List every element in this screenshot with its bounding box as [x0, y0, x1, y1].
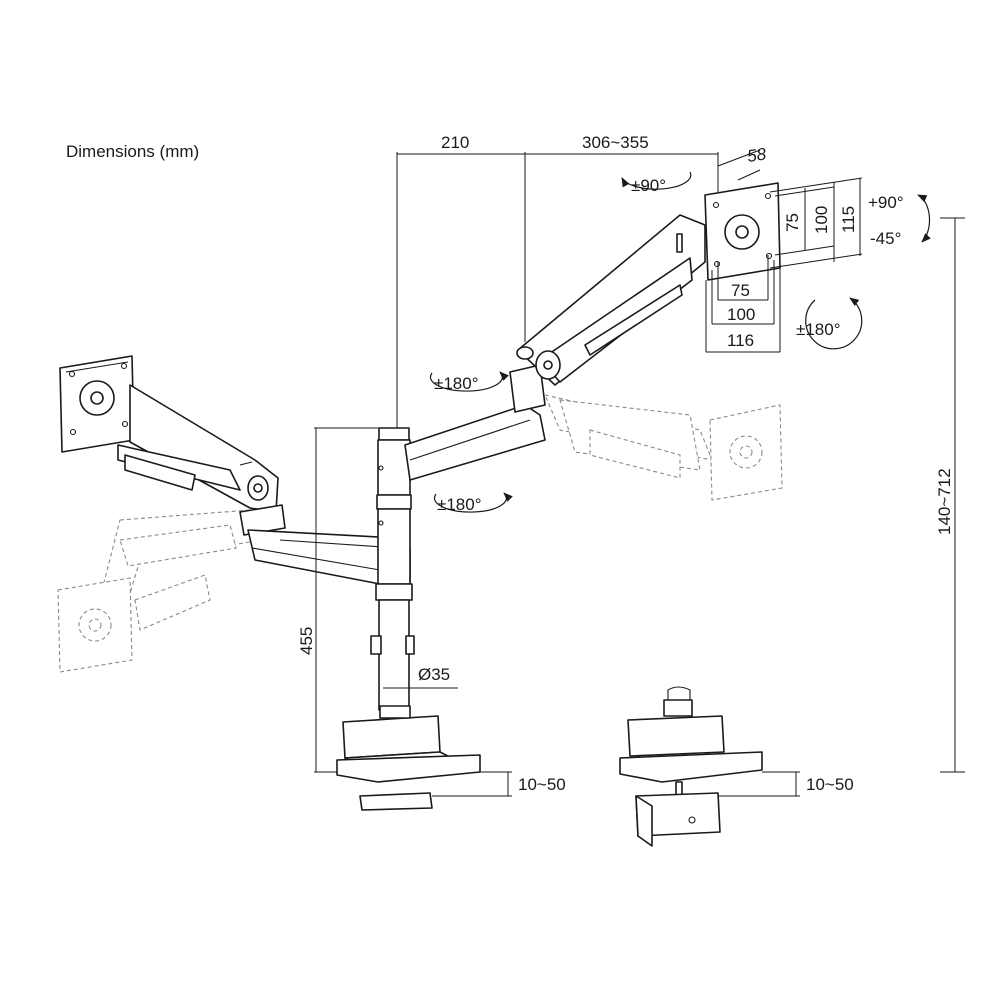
clamp-thickness-left-dimension: 10~50	[432, 771, 566, 797]
vesa-100-vertical-label: 100	[812, 206, 831, 234]
rotate-upper-arm-indicator: ±180°	[429, 371, 509, 393]
reach-dimension: 210 306~355	[396, 133, 719, 428]
ghost-right-arm	[544, 394, 713, 479]
ghost-left-arm	[99, 509, 263, 631]
rotate-plate-indicator: ±180°	[796, 297, 863, 350]
right-vesa-plate	[704, 182, 781, 281]
left-elbow-joint	[239, 504, 286, 536]
rotate-lower-arm-indicator: ±180°	[433, 492, 513, 514]
right-upper-arm	[516, 214, 706, 386]
vesa-100-horizontal-label: 100	[727, 305, 755, 324]
tilt-down-label: -45°	[870, 229, 901, 248]
vesa-75-horizontal-label: 75	[731, 281, 750, 300]
pole-height-label: 455	[297, 627, 316, 655]
ghost-right-plate	[709, 404, 783, 501]
rotate-upper-arm-label: ±180°	[434, 374, 479, 393]
left-vesa-plate	[59, 355, 135, 453]
clamp-thickness-left-label: 10~50	[518, 775, 566, 794]
reach-outer-label: 306~355	[582, 133, 649, 152]
reach-inner-label: 210	[441, 133, 469, 152]
plate-depth-dimension: 58	[717, 144, 768, 181]
ghost-left-plate	[57, 577, 133, 673]
pole	[370, 427, 415, 711]
tilt-indicator: +90° -45°	[868, 193, 931, 248]
height-range-dimension: 140~712	[935, 217, 965, 773]
diagram-title: Dimensions (mm)	[66, 142, 199, 161]
left-upper-arm	[117, 384, 279, 513]
clamp-thickness-right-label: 10~50	[806, 775, 854, 794]
swivel-head-label: ±90°	[631, 176, 666, 195]
plate-height-label: 115	[839, 206, 858, 233]
right-grommet-base	[619, 686, 763, 847]
right-lower-arm	[404, 364, 546, 481]
rotate-plate-label: ±180°	[796, 320, 841, 339]
pole-diameter-dimension: Ø35	[383, 665, 458, 689]
height-range-label: 140~712	[935, 468, 954, 535]
tilt-up-label: +90°	[868, 193, 904, 212]
vesa-vertical-dimensions: 75 100 115	[769, 177, 863, 269]
plate-width-label: 116	[727, 331, 754, 350]
pole-diameter-label: Ø35	[418, 665, 450, 684]
swivel-head-indicator: ±90°	[621, 171, 692, 195]
left-clamp-base	[336, 705, 481, 811]
vesa-horizontal-dimensions: 75 100 116	[705, 255, 781, 353]
vesa-75-vertical-label: 75	[783, 213, 802, 232]
pole-height-dimension: 455	[297, 427, 380, 773]
clamp-thickness-right-dimension: 10~50	[718, 771, 854, 797]
plate-depth-label: 58	[746, 144, 768, 166]
rotate-lower-arm-label: ±180°	[437, 495, 482, 514]
